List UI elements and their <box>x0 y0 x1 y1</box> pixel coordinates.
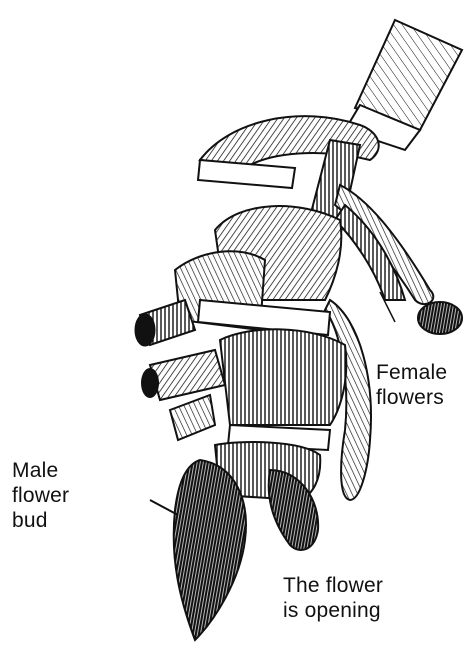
male-flower-bud-label: Male flower bud <box>12 458 69 533</box>
female-flowers-label: Female flowers <box>376 360 447 410</box>
female-flowers-label-line-1: Female <box>376 360 447 385</box>
flower-opening-label-line-1: The flower <box>283 573 383 598</box>
male-flower-bud-label-line-1: Male <box>12 458 69 483</box>
middle-bracts <box>135 206 341 346</box>
female-flower-cluster <box>325 185 462 500</box>
flower-opening-label: The flower is opening <box>283 573 383 623</box>
female-flowers-label-line-2: flowers <box>376 385 447 410</box>
flower-opening-label-line-2: is opening <box>283 598 383 623</box>
male-flower-bud <box>150 460 246 640</box>
male-flower-bud-label-line-3: bud <box>12 508 69 533</box>
lower-bracts <box>141 329 346 500</box>
male-flower-bud-label-line-2: flower <box>12 483 69 508</box>
